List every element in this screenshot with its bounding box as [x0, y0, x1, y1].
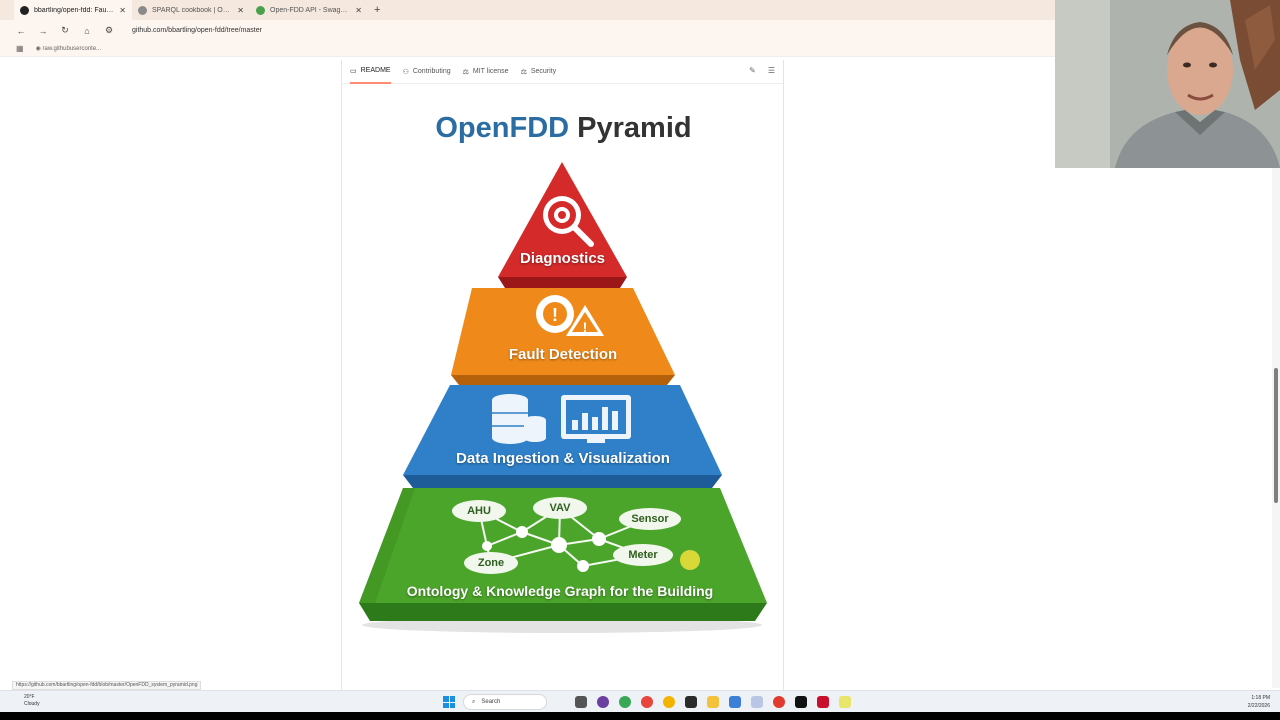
weather-temp: 20°F: [24, 694, 35, 700]
label-diagnostics: Diagnostics: [519, 250, 606, 267]
label-data-ingestion: Data Ingestion & Visualization: [456, 450, 670, 467]
svg-text:!: !: [583, 319, 588, 335]
tab-label: README: [360, 67, 391, 74]
close-icon[interactable]: ✕: [355, 5, 362, 15]
forward-icon[interactable]: →: [38, 25, 48, 36]
record-icon[interactable]: [773, 696, 785, 708]
search-label: Search: [481, 699, 501, 705]
pyramid-image: ! !: [355, 155, 770, 635]
node-meter: Meter: [613, 544, 673, 566]
outline-list-icon[interactable]: ☰: [767, 66, 775, 75]
readme-tab-bar: ▭ README ⚇ Contributing ⚖ MIT license ⚖ …: [342, 60, 783, 84]
app-icon-red[interactable]: [817, 696, 829, 708]
tab-readme[interactable]: ▭ README: [350, 60, 391, 84]
back-icon[interactable]: ←: [16, 25, 26, 36]
tab-security[interactable]: ⚖ Security: [521, 60, 557, 84]
app-icon-yellow[interactable]: [839, 696, 851, 708]
url-field[interactable]: github.com/bbartling/open-fdd/tree/maste…: [132, 27, 262, 34]
book-icon: ▭: [350, 67, 357, 75]
snipping-tool-icon[interactable]: [751, 696, 763, 708]
swagger-icon: [256, 5, 265, 15]
close-icon[interactable]: ✕: [119, 5, 126, 15]
task-view-icon[interactable]: [575, 696, 587, 708]
close-icon[interactable]: ✕: [237, 5, 244, 15]
tab-swagger-ui[interactable]: Open-FDD API - Swagger UI ✕: [250, 0, 368, 20]
webcam-person-image: [1055, 0, 1280, 168]
bookmark-item[interactable]: ◉ raw.githubuserconte...: [36, 45, 102, 52]
knowledge-graph-dots: [482, 526, 606, 572]
tab-label: Contributing: [412, 68, 451, 75]
node-zone: Zone: [464, 552, 518, 574]
node-sensor: Sensor: [619, 508, 681, 530]
gear-magnifier-icon: [543, 196, 594, 247]
page-scrollbar[interactable]: [1272, 168, 1280, 688]
node-ahu: AHU: [452, 500, 506, 522]
title-openfdd: OpenFDD: [435, 112, 570, 144]
tab-label: MIT license: [472, 68, 509, 75]
database-chart-icon: [492, 394, 631, 444]
site-info-icon[interactable]: ⚙: [104, 25, 114, 35]
tab-label: Security: [530, 68, 557, 75]
tab-label: bbartling/open-fdd: Fault Detec: [34, 6, 114, 14]
weather-widget[interactable]: 20°F Cloudy: [24, 694, 40, 708]
taskbar-search[interactable]: ⌕ Search: [463, 694, 547, 710]
tab-label: SPARQL cookbook | Open-FDD: [152, 6, 232, 14]
app-icon-dark[interactable]: [795, 696, 807, 708]
node-vav: VAV: [533, 497, 587, 519]
pencil-icon[interactable]: ✎: [749, 66, 756, 75]
globe-icon: [138, 5, 147, 15]
cursor-highlight: [680, 550, 700, 570]
label-fault-detection: Fault Detection: [508, 346, 618, 363]
chrome-icon[interactable]: [641, 696, 653, 708]
gear-warning-icon: ! !: [536, 295, 604, 336]
home-icon[interactable]: ⌂: [84, 25, 90, 36]
apps-icon[interactable]: ▦: [16, 44, 24, 53]
globe-icon: ◉: [35, 46, 41, 52]
bookmark-label: raw.githubuserconte...: [42, 46, 102, 52]
search-icon: ⌕: [472, 698, 476, 705]
file-explorer-icon[interactable]: [707, 696, 719, 708]
tab-label: Open-FDD API - Swagger UI: [270, 6, 351, 14]
clock-time: 1:18 PM: [1251, 695, 1270, 701]
webcam-overlay: [1055, 0, 1280, 168]
github-icon: [20, 5, 29, 15]
clock-date: 2/22/2026: [1247, 703, 1270, 709]
terminal-icon[interactable]: [685, 696, 697, 708]
address-bar: ← → ↻ ⌂ ⚙ github.com/bbartling/open-fdd/…: [0, 20, 1055, 41]
fault-detection-layer: [451, 288, 675, 375]
tab-sparql-cookbook[interactable]: SPARQL cookbook | Open-FDD ✕: [132, 0, 250, 20]
system-clock[interactable]: 1:18 PM 2/22/2026: [1248, 694, 1270, 710]
new-tab-button[interactable]: +: [374, 4, 381, 16]
svg-text:!: !: [552, 305, 558, 325]
law-icon: ⚖: [462, 68, 469, 76]
app-icon-purple[interactable]: [597, 696, 609, 708]
readme-actions: ✎ ☰: [749, 66, 775, 75]
calculator-icon[interactable]: [729, 696, 741, 708]
bookmarks-bar: ▦ ◉ raw.githubuserconte...: [0, 41, 1055, 57]
people-icon: ⚇: [402, 68, 409, 76]
tab-contributing[interactable]: ⚇ Contributing: [403, 60, 451, 84]
reload-icon[interactable]: ↻: [61, 25, 69, 35]
bottom-black-strip: [0, 712, 1280, 720]
pyramid-graphic: ! !: [359, 162, 767, 633]
pyramid-title: OpenFDD Pyramid: [342, 112, 785, 145]
windows-taskbar: 20°F Cloudy ⌕ Search 1:18 PM 2/22/2026: [0, 690, 1280, 712]
title-pyramid: Pyramid: [577, 112, 692, 144]
chrome-icon[interactable]: [619, 696, 631, 708]
tab-open-fdd-github[interactable]: bbartling/open-fdd: Fault Detec ✕: [14, 0, 132, 20]
chrome-icon[interactable]: [663, 696, 675, 708]
browser-tab-bar: bbartling/open-fdd: Fault Detec ✕ SPARQL…: [0, 0, 1055, 20]
law-icon: ⚖: [520, 68, 527, 76]
label-ontology: Ontology & Knowledge Graph for the Build…: [406, 583, 714, 599]
status-link-preview: https://github.com/bbartling/open-fdd/bl…: [12, 681, 202, 690]
windows-start-icon[interactable]: [443, 696, 455, 708]
scrollbar-thumb[interactable]: [1274, 368, 1278, 503]
weather-desc: Cloudy: [24, 701, 40, 707]
tab-mit-license[interactable]: ⚖ MIT license: [463, 60, 509, 84]
